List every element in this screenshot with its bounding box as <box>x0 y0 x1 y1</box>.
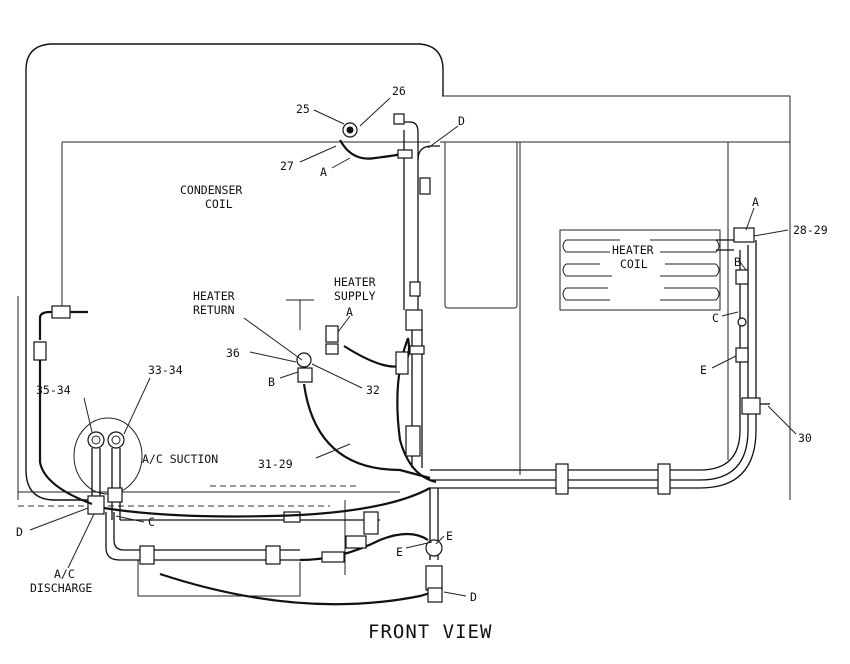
heater-valves <box>296 325 425 383</box>
ac-discharge-label-2: DISCHARGE <box>30 581 92 595</box>
callout-33-34: 33-34 <box>148 363 183 377</box>
callout-25: 25 <box>296 102 310 116</box>
callout-d-bottom: D <box>470 590 477 604</box>
diagram-title: FRONT VIEW <box>368 621 492 643</box>
heater-hoses <box>302 227 770 495</box>
callout-a-top: A <box>320 165 327 179</box>
condenser-coil-label-2: COIL <box>205 197 233 211</box>
callout-c-left: C <box>148 515 155 529</box>
heater-return-label-2: RETURN <box>193 303 235 317</box>
lower-return-hoses <box>103 487 443 606</box>
callouts: 25 26 27 A D 28-29 A B C E 30 A 36 B 32 … <box>16 84 828 604</box>
cab-outline <box>17 43 791 597</box>
callout-26: 26 <box>392 84 406 98</box>
callout-b-right: B <box>734 255 741 269</box>
heater-supply-label-2: SUPPLY <box>334 289 376 303</box>
callout-d-top: D <box>458 114 465 128</box>
callout-a-right: A <box>752 195 759 209</box>
callout-e-right: E <box>700 363 707 377</box>
callout-27: 27 <box>280 159 294 173</box>
condenser-coil-label-1: CONDENSER <box>180 183 242 197</box>
callout-c-right: C <box>712 311 719 325</box>
ac-suction-label: A/C SUCTION <box>142 452 218 466</box>
heater-supply-label-1: HEATER <box>334 275 376 289</box>
callout-e-bottom: E <box>396 545 403 559</box>
callout-28-29: 28-29 <box>793 223 828 237</box>
callout-b-left: B <box>268 375 275 389</box>
heater-coil-label-2: COIL <box>620 257 648 271</box>
leader-lines <box>29 97 797 597</box>
callout-32: 32 <box>366 383 380 397</box>
callout-31-29: 31-29 <box>258 457 293 471</box>
callout-d-left: D <box>16 525 23 539</box>
callout-e-bottom-2: E <box>446 529 453 543</box>
condenser-fittings <box>339 113 440 331</box>
component-labels: CONDENSER COIL HEATER COIL HEATER RETURN… <box>30 183 654 595</box>
callout-30: 30 <box>798 431 812 445</box>
heater-return-label-1: HEATER <box>193 289 235 303</box>
heater-coil-label-1: HEATER <box>612 243 654 257</box>
heater-coil-panel <box>559 229 721 311</box>
callout-35-34: 35-34 <box>36 383 71 397</box>
ac-fittings <box>33 305 143 520</box>
ac-discharge-label-1: A/C <box>54 567 75 581</box>
lower-tubes <box>105 511 380 565</box>
callout-a-supply: A <box>346 305 353 319</box>
callout-36: 36 <box>226 346 240 360</box>
